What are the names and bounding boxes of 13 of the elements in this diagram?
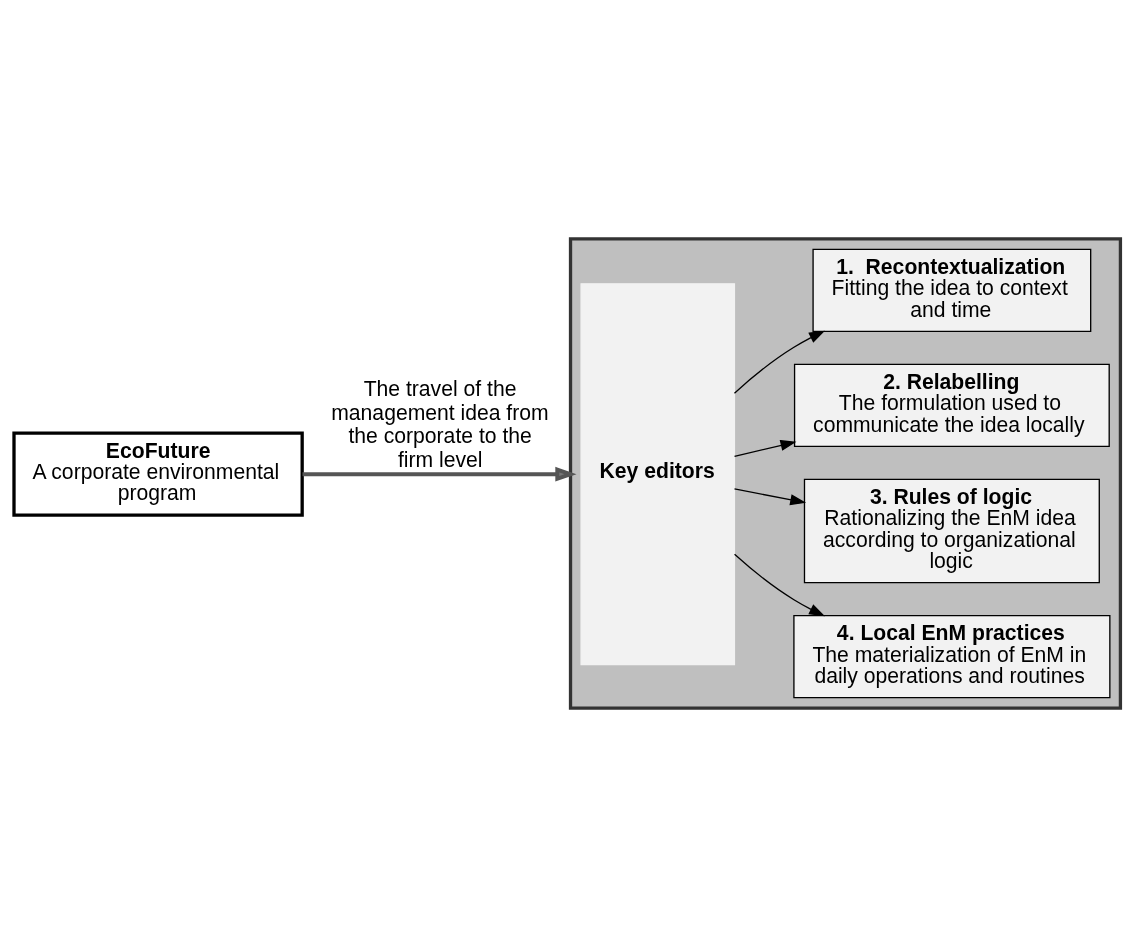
node-box: 4. Local EnM practices The materialization of EnM in daily operations and routines — [793, 614, 1111, 699]
cluster — [568, 237, 1123, 710]
arrow — [733, 440, 797, 458]
arrow — [733, 330, 825, 394]
node-box: EcoFuture A corporate environmental program — [12, 431, 304, 517]
node-box: 1. Recontextualization Fitting the idea to context and time — [812, 248, 1092, 333]
edge-label: The travel of the management idea from the corporate to the firm level — [331, 376, 549, 472]
node-box: 2. Relabelling The formulation used to communicate the idea locally — [793, 363, 1110, 448]
node-box: Key editors — [580, 283, 736, 666]
node-box: 3. Rules of logic Rationalizing the EnM idea according to organizational logic — [803, 478, 1100, 584]
arrow — [302, 466, 577, 482]
arrow — [733, 553, 826, 617]
arrow — [733, 488, 807, 506]
